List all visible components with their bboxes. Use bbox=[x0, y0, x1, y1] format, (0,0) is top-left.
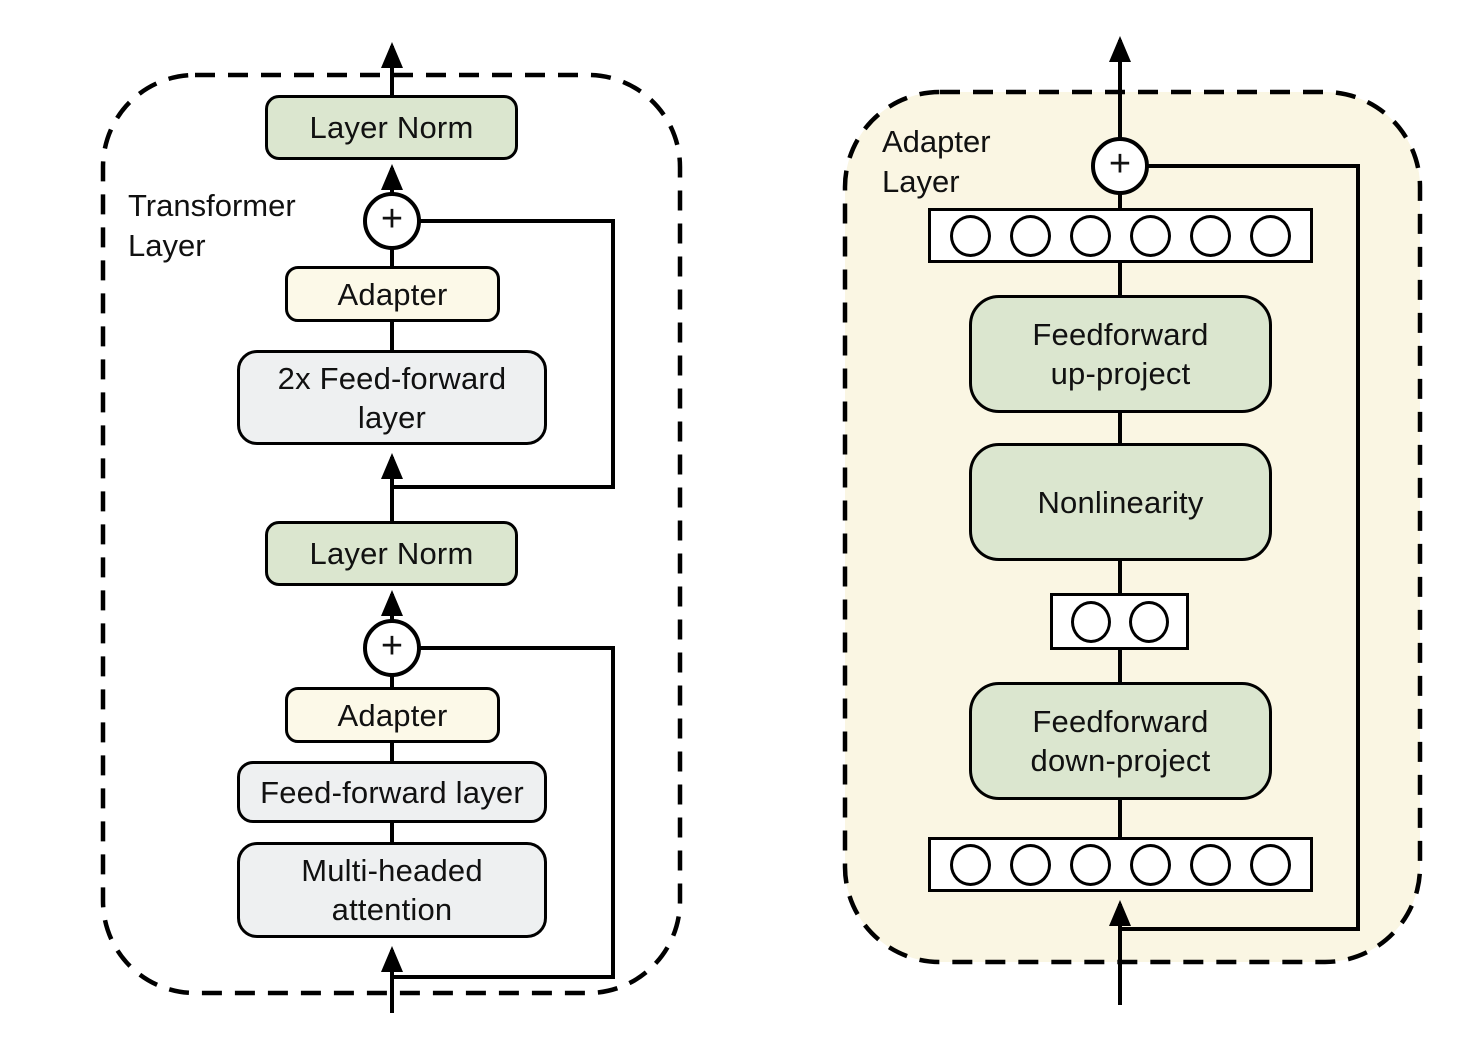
multi-headed-attention-box: Multi-headed attention bbox=[237, 842, 547, 938]
transformer-layer-dashed-border bbox=[100, 72, 683, 996]
feedforward-down-project-box: Feedforward down-project bbox=[969, 682, 1272, 800]
feed-forward-2x-label-line1: 2x Feed-forward bbox=[277, 360, 507, 396]
transformer-layer-label: Transformer Layer bbox=[128, 186, 296, 266]
adapter-bottom-label: Adapter bbox=[337, 697, 448, 733]
adapter-top-label: Adapter bbox=[337, 276, 448, 312]
feature-unit-circle bbox=[1010, 214, 1051, 257]
adapter-bottom-box: Adapter bbox=[285, 687, 500, 743]
feature-unit-circle bbox=[1190, 843, 1231, 886]
feature-unit-circle bbox=[1130, 843, 1171, 886]
feature-unit-circle bbox=[1070, 214, 1111, 257]
adapter-layer-label-line2: Layer bbox=[882, 164, 960, 199]
feedforward-up-project-label-line2: up-project bbox=[1050, 356, 1191, 391]
feature-row-bottom bbox=[928, 837, 1313, 892]
multi-headed-attention-label-line2: attention bbox=[331, 892, 453, 927]
feed-forward-2x-box: 2x Feed-forward layer bbox=[237, 350, 547, 445]
transformer-layer-label-line1: Transformer bbox=[128, 188, 296, 223]
transformer-layer-label-line2: Layer bbox=[128, 228, 206, 263]
feed-forward-layer-label: Feed-forward layer bbox=[260, 774, 524, 810]
nonlinearity-label: Nonlinearity bbox=[1037, 484, 1204, 520]
adapter-layer-label-line1: Adapter bbox=[882, 124, 991, 159]
feedforward-up-project-label-line1: Feedforward bbox=[1032, 317, 1209, 352]
feature-unit-circle bbox=[950, 843, 991, 886]
feedforward-down-project-label-line1: Feedforward bbox=[1032, 704, 1209, 739]
adapter-layer-label: Adapter Layer bbox=[882, 122, 991, 202]
feature-unit-circle bbox=[1128, 600, 1169, 643]
feature-unit-circle bbox=[950, 214, 991, 257]
right-skip-connection bbox=[1120, 164, 1360, 931]
plus-sign-left-top: + bbox=[380, 197, 404, 240]
bottleneck-feature-row bbox=[1050, 593, 1189, 650]
feature-unit-circle bbox=[1070, 843, 1111, 886]
layer-norm-bottom-label: Layer Norm bbox=[309, 536, 474, 571]
layer-norm-top-label: Layer Norm bbox=[309, 110, 474, 145]
layer-norm-top-box: Layer Norm bbox=[265, 95, 518, 160]
plus-sign-left-bottom: + bbox=[380, 624, 404, 667]
feature-unit-circle bbox=[1250, 214, 1291, 257]
feature-unit-circle bbox=[1250, 843, 1291, 886]
left-plus-circle-top bbox=[363, 192, 421, 250]
feedforward-up-project-box: Feedforward up-project bbox=[969, 295, 1272, 413]
feature-row-top bbox=[928, 208, 1313, 263]
left-skip-connection-lower bbox=[392, 646, 615, 979]
feature-unit-circle bbox=[1130, 214, 1171, 257]
left-skip-connection-upper bbox=[392, 219, 615, 489]
plus-sign-right: + bbox=[1108, 142, 1132, 185]
feature-unit-circle bbox=[1190, 214, 1231, 257]
right-plus-circle bbox=[1091, 137, 1149, 195]
feedforward-down-project-label-line2: down-project bbox=[1030, 743, 1211, 778]
adapter-top-box: Adapter bbox=[285, 266, 500, 322]
feature-unit-circle bbox=[1070, 600, 1111, 643]
left-plus-circle-bottom bbox=[363, 619, 421, 677]
feed-forward-2x-label-line2: layer bbox=[357, 399, 427, 435]
layer-norm-bottom-box: Layer Norm bbox=[265, 521, 518, 586]
nonlinearity-box: Nonlinearity bbox=[969, 443, 1272, 561]
feature-unit-circle bbox=[1010, 843, 1051, 886]
multi-headed-attention-label-line1: Multi-headed bbox=[301, 853, 483, 888]
feed-forward-layer-box: Feed-forward layer bbox=[237, 761, 547, 823]
